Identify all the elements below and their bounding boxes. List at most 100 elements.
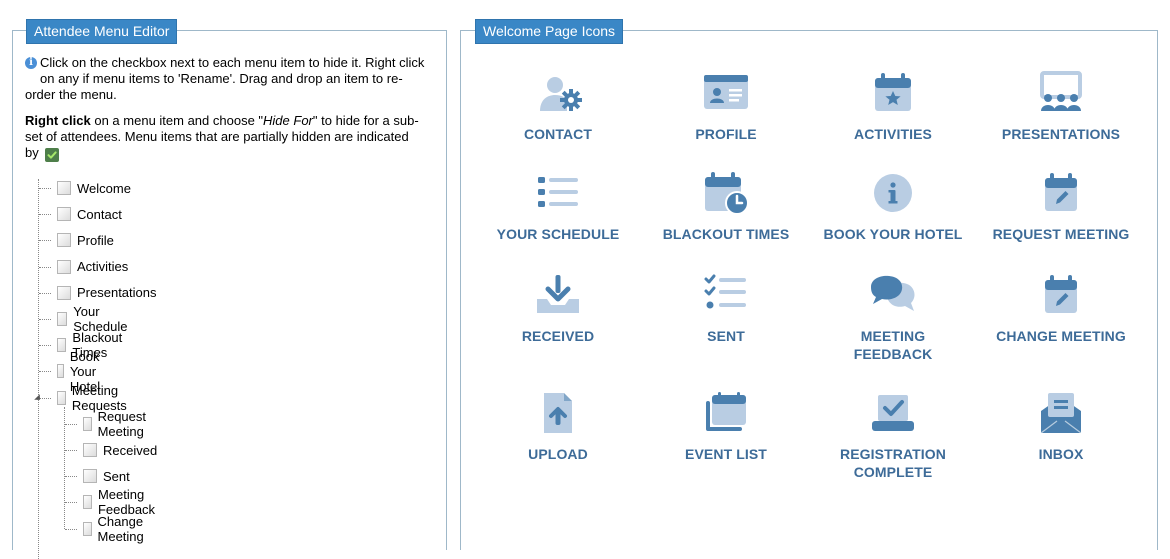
- icon-tile-event-list[interactable]: EVENT LIST: [642, 391, 810, 463]
- tree-line: [39, 345, 51, 347]
- request-meeting-icon: [977, 171, 1145, 215]
- icon-label: MEETING FEEDBACK: [853, 328, 933, 362]
- menu-item-label: Sent: [103, 468, 130, 484]
- hide-checkbox[interactable]: [83, 416, 92, 431]
- icon-label: BLACKOUT TIMES: [662, 226, 790, 242]
- tree-line: [65, 450, 77, 451]
- icon-tile-contact[interactable]: CONTACT: [474, 71, 642, 143]
- activities-icon: [809, 71, 977, 115]
- menu-item-blackout-times[interactable]: Blackout Times: [57, 330, 127, 360]
- tree-line: [64, 407, 65, 529]
- blackout-icon: [642, 171, 810, 215]
- instructions-line3: order the menu.: [25, 87, 117, 102]
- icon-label: INBOX: [1038, 446, 1084, 462]
- icon-tile-received[interactable]: RECEIVED: [474, 273, 642, 345]
- sent-icon: [642, 273, 810, 317]
- attendee-menu-editor-panel: Attendee Menu Editor i Click on the chec…: [12, 19, 447, 559]
- tree-line: [65, 528, 77, 530]
- schedule-icon: [474, 171, 642, 215]
- icon-tile-sent[interactable]: SENT: [642, 273, 810, 345]
- hide-checkbox[interactable]: [83, 495, 92, 510]
- icon-tile-request-meeting[interactable]: REQUEST MEETING: [977, 171, 1145, 243]
- hide-for-italic: Hide For: [263, 113, 313, 128]
- tree-line: [39, 266, 51, 268]
- menu-item-presentations[interactable]: Presentations: [57, 284, 157, 302]
- menu-item-label: Welcome: [77, 180, 131, 196]
- tree-line: [39, 188, 51, 189]
- hide-for-instructions: Right click on a menu item and choose "H…: [25, 113, 437, 162]
- hide-checkbox[interactable]: [57, 364, 64, 379]
- icon-label: CHANGE MEETING: [996, 328, 1126, 344]
- icon-tile-book-your-hotel[interactable]: BOOK YOUR HOTEL: [809, 171, 977, 243]
- icon-tile-registration-complete[interactable]: REGISTRATION COMPLETE: [809, 391, 977, 481]
- icon-label: BOOK YOUR HOTEL: [823, 226, 963, 242]
- menu-item-contact[interactable]: Contact: [57, 205, 122, 223]
- menu-subitem-sent[interactable]: Sent: [83, 467, 130, 485]
- icon-label: PRESENTATIONS: [1001, 126, 1121, 142]
- feedback-icon: [809, 273, 977, 317]
- inbox-icon: [977, 391, 1145, 435]
- tree-line: [65, 502, 77, 504]
- registration-complete-icon: [809, 391, 977, 435]
- event-list-icon: [642, 391, 810, 435]
- received-icon: [474, 273, 642, 317]
- tree-line: [65, 423, 77, 425]
- menu-item-label: Profile: [77, 232, 114, 248]
- menu-item-activities[interactable]: Activities: [57, 258, 128, 276]
- icon-label: RECEIVED: [521, 328, 595, 344]
- hide-checkbox[interactable]: [57, 285, 71, 300]
- icon-label: UPLOAD: [528, 446, 588, 462]
- menu-subitem-request-meeting[interactable]: Request Meeting: [83, 409, 151, 439]
- hide-checkbox[interactable]: [57, 181, 71, 195]
- menu-item-welcome[interactable]: Welcome: [57, 179, 131, 197]
- menu-subitem-received[interactable]: Received: [83, 441, 157, 459]
- icon-label: ACTIVITIES: [853, 126, 932, 142]
- icon-tile-change-meeting[interactable]: CHANGE MEETING: [977, 273, 1145, 345]
- menu-item-label: Meeting Requests: [71, 382, 127, 413]
- instructions-line2: on any if menu items to 'Rename'. Drag a…: [40, 71, 403, 86]
- collapse-arrow-icon[interactable]: [34, 393, 40, 400]
- tree-line: [38, 179, 39, 559]
- hide-checkbox[interactable]: [57, 338, 67, 353]
- welcome-page-icons-title: Welcome Page Icons: [475, 19, 624, 44]
- icon-tile-your-schedule[interactable]: YOUR SCHEDULE: [474, 171, 642, 243]
- hide-checkbox[interactable]: [83, 443, 97, 457]
- attendee-menu-editor-title: Attendee Menu Editor: [26, 19, 178, 44]
- hide-checkbox[interactable]: [57, 207, 71, 222]
- menu-item-book-your-hotel[interactable]: Book Your Hotel: [57, 349, 107, 394]
- icon-tile-presentations[interactable]: PRESENTATIONS: [977, 71, 1145, 143]
- menu-subitem-change-meeting[interactable]: Change Meeting: [83, 514, 149, 544]
- icon-label: REQUEST MEETING: [992, 226, 1130, 242]
- icon-tile-blackout-times[interactable]: BLACKOUT TIMES: [642, 171, 810, 243]
- hide-checkbox[interactable]: [57, 233, 71, 248]
- presentations-icon: [977, 71, 1145, 115]
- icon-label: REGISTRATION COMPLETE: [840, 446, 946, 480]
- hide-checkbox[interactable]: [83, 469, 97, 484]
- icon-label: CONTACT: [523, 126, 593, 142]
- icon-tile-inbox[interactable]: INBOX: [977, 391, 1145, 463]
- menu-item-label: Change Meeting: [97, 513, 144, 544]
- menu-item-label: Your Schedule: [73, 304, 128, 334]
- hide-checkbox[interactable]: [83, 521, 92, 536]
- menu-item-profile[interactable]: Profile: [57, 231, 114, 249]
- menu-item-label: Activities: [77, 259, 129, 275]
- instructions-line1: Click on the checkbox next to each menu …: [40, 55, 425, 70]
- icon-tile-upload[interactable]: UPLOAD: [474, 391, 642, 463]
- hide-checkbox[interactable]: [57, 390, 66, 405]
- hide-for-text-a: on a menu item and choose ": [90, 113, 264, 128]
- menu-subitem-meeting-feedback[interactable]: Meeting Feedback: [83, 487, 160, 517]
- instructions-text: i Click on the checkbox next to each men…: [25, 55, 437, 103]
- hide-checkbox[interactable]: [57, 259, 71, 274]
- icon-tile-profile[interactable]: PROFILE: [642, 71, 810, 143]
- icon-tile-meeting-feedback[interactable]: MEETING FEEDBACK: [809, 273, 977, 363]
- hide-checkbox[interactable]: [57, 312, 68, 326]
- menu-item-label: Book Your Hotel: [69, 348, 101, 394]
- menu-item-meeting-requests[interactable]: Meeting Requests: [57, 383, 132, 413]
- icon-tile-activities[interactable]: ACTIVITIES: [809, 71, 977, 143]
- hide-for-text-b: " to hide for a sub-: [312, 113, 419, 128]
- menu-item-label: Request Meeting: [97, 408, 146, 439]
- tree-line: [39, 371, 51, 373]
- menu-item-label: Presentations: [77, 285, 157, 301]
- upload-icon: [474, 391, 642, 435]
- menu-item-your-schedule[interactable]: Your Schedule: [57, 304, 131, 334]
